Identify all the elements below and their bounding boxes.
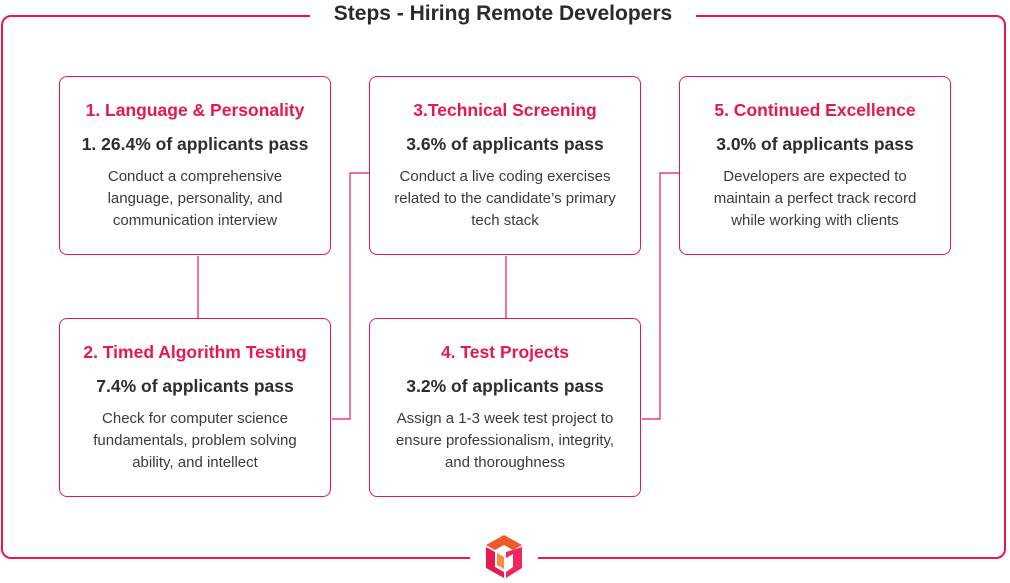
step-heading: 2. Timed Algorithm Testing — [83, 342, 307, 362]
step-card-2: 2. Timed Algorithm Testing 7.4% of appli… — [59, 318, 331, 497]
step-heading: 4. Test Projects — [440, 342, 570, 362]
step-card-1: 1. Language & Personality 1. 26.4% of ap… — [59, 76, 331, 255]
step-pass-rate: 7.4% of applicants pass — [96, 376, 294, 396]
connector-4-5 — [642, 173, 694, 420]
step-description: Check for computer science fundamentals,… — [93, 410, 297, 471]
step-description: Conduct a comprehensive language, person… — [107, 168, 283, 229]
step-pass-rate: 3.6% of applicants pass — [406, 134, 604, 154]
cube-logo-icon — [486, 535, 522, 578]
logo — [470, 530, 538, 583]
step-pass-rate: 3.0% of applicants pass — [716, 134, 914, 154]
step-card-4: 4. Test Projects 3.2% of applicants pass… — [369, 318, 641, 497]
step-description: Assign a 1-3 week test project to ensure… — [395, 410, 615, 471]
connector-2-3 — [332, 173, 384, 420]
step-description: Developers are expected to maintain a pe… — [713, 168, 917, 229]
step-pass-rate: 3.2% of applicants pass — [406, 376, 604, 396]
step-pass-rate: 1. 26.4% of applicants pass — [81, 134, 309, 154]
step-card-3: 3.Technical Screening 3.6% of applicants… — [369, 76, 641, 255]
step-heading: 3.Technical Screening — [413, 100, 597, 120]
step-card-5: 5. Continued Excellence 3.0% of applican… — [679, 76, 951, 255]
step-description: Conduct a live coding exercises related … — [394, 168, 616, 229]
step-heading: 5. Continued Excellence — [714, 100, 916, 120]
page-title: Steps - Hiring Remote Developers — [310, 0, 696, 30]
step-heading: 1. Language & Personality — [85, 100, 305, 120]
